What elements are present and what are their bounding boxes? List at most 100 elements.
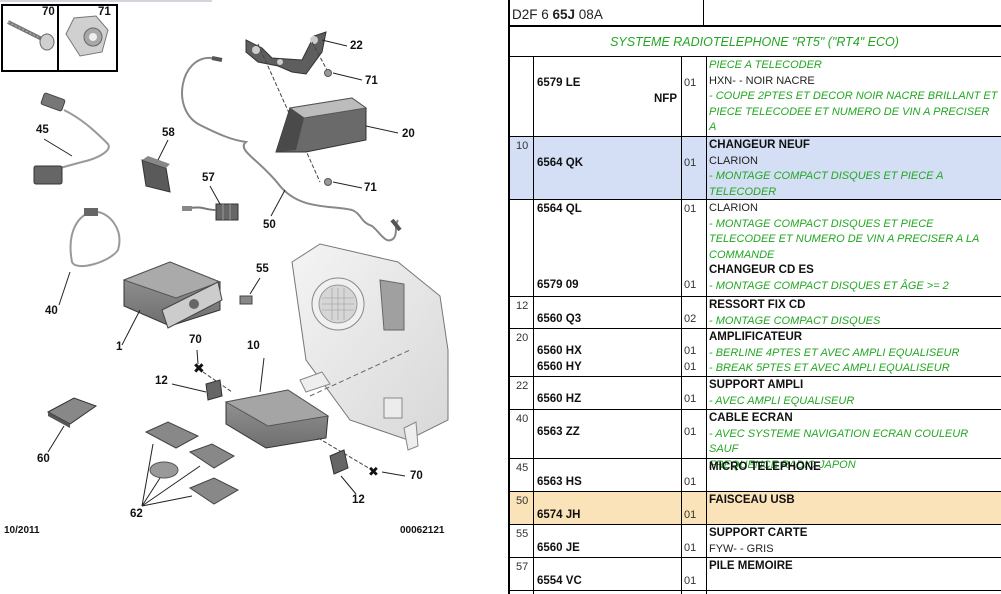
part-description: CHANGEUR NEUF CLARION - MONTAGE COMPACT DI… xyxy=(709,138,999,200)
part-description: SUPPORT AMPLI- AVEC AMPLI EQUALISEUR xyxy=(709,378,999,409)
part-description-secondary: - BREAK 5PTES ET AVEC AMPLI EQUALISEUR xyxy=(709,361,999,377)
quantity: 01 xyxy=(684,345,697,357)
part-number[interactable]: 6563 HS xyxy=(537,476,582,488)
callout-62: 62 xyxy=(130,508,143,520)
callout-55: 55 xyxy=(256,263,269,275)
part-60-cd-case xyxy=(46,397,98,453)
callout-20: 20 xyxy=(402,128,415,140)
part-name: CHANGEUR CD ES xyxy=(709,264,814,276)
model-code-bold: 65J xyxy=(552,7,576,22)
callout-50: 50 xyxy=(263,219,276,231)
console-speaker-housing xyxy=(291,243,449,451)
table-row[interactable]: 6564 QL 01 CLARION - MONTAGE COMPACT DISQUE… xyxy=(508,200,1001,297)
nfp-flag: NFP xyxy=(654,93,677,105)
fitment-note: TELECODEE ET NUMERO DE VIN A PRECISER A … xyxy=(709,233,980,245)
quantity: 01 xyxy=(684,279,697,291)
part-number[interactable]: 6579 LE xyxy=(537,77,581,89)
fitment-note: - BREAK 5PTES ET AVEC AMPLI EQUALISEUR xyxy=(709,362,950,374)
svg-text:✖: ✖ xyxy=(368,465,379,480)
callout-71-inset: 71 xyxy=(98,6,111,18)
model-code-prefix: D2F 6 xyxy=(512,7,553,22)
callout-71-lower: 71 xyxy=(364,182,377,194)
callout-1: 1 xyxy=(116,341,123,353)
part-number[interactable]: 6554 VC xyxy=(537,575,582,587)
table-row[interactable]: 57 6554 VC 01 PILE MEMOIRE xyxy=(508,558,1001,591)
part-number[interactable]: 6579 09 xyxy=(537,279,579,291)
fitment-note: - AVEC SYSTEME NAVIGATION ECRAN COULEUR … xyxy=(709,427,969,456)
part-description: CLARION - MONTAGE COMPACT DISQUES ET PIEC… xyxy=(709,201,999,279)
ref-number: 22 xyxy=(516,380,529,392)
part-number[interactable]: 6574 JH xyxy=(537,509,581,521)
part-number[interactable]: 6563 ZZ xyxy=(537,426,580,438)
callout-71-upper: 71 xyxy=(365,75,378,87)
part-number[interactable]: 6564 QL xyxy=(537,203,582,215)
quantity: 01 xyxy=(684,476,697,488)
part-description: CABLE ECRAN- AVEC SYSTEME NAVIGATION ECR… xyxy=(709,411,999,473)
callout-12-upper: 12 xyxy=(155,375,168,387)
diagram-date: 10/2011 xyxy=(4,525,40,536)
part-name: FAISCEAU USB xyxy=(709,494,795,506)
callout-12-lower: 12 xyxy=(352,494,365,506)
part-62-media-set xyxy=(141,421,240,507)
quantity: 01 xyxy=(684,393,697,405)
part-57-memory-battery xyxy=(182,185,239,221)
fitment-note: - BERLINE 4PTES ET AVEC AMPLI EQUALISEUR xyxy=(709,346,960,359)
svg-text:✖: ✖ xyxy=(193,361,205,377)
fitment-note: FREQUENCE RADIO JAPON xyxy=(709,458,856,471)
part-description: AMPLIFICATEUR- BERLINE 4PTES ET AVEC AMP… xyxy=(709,330,999,361)
ref-number: 40 xyxy=(516,413,529,425)
part-description: PILE MEMOIRE xyxy=(709,559,999,575)
part-number[interactable]: 6560 JE xyxy=(537,542,580,554)
part-name: SUPPORT CARTE xyxy=(709,527,808,539)
fitment-note: - MONTAGE COMPACT DISQUES ET PIECE xyxy=(709,217,934,230)
table-row[interactable]: 20 6560 HX 01 AMPLIFICATEUR- BERLINE 4PTES … xyxy=(508,329,1001,377)
model-code: D2F 6 65J 08A xyxy=(512,7,603,22)
part-12-spring-top: ✖ xyxy=(171,349,233,401)
ref-number: 20 xyxy=(516,332,529,344)
table-row[interactable]: 22 6560 HZ 01 SUPPORT AMPLI- AVEC AMPLI EQU… xyxy=(508,377,1001,410)
column-divider-qty xyxy=(706,57,707,594)
part-variant: CLARION xyxy=(709,202,758,214)
model-code-suffix: 08A xyxy=(575,7,603,22)
exploded-parts-diagram: ✖ ✖ xyxy=(0,0,500,594)
part-name: RESSORT FIX CD xyxy=(709,299,806,311)
section-title-row: SYSTEME RADIOTELEPHONE "RT5" ("RT4" ECO) xyxy=(508,27,1001,57)
fitment-note: COMMANDE xyxy=(709,248,775,261)
part-45-microphone xyxy=(33,92,110,185)
part-20-amplifier xyxy=(275,97,399,189)
part-55-card-support xyxy=(239,277,261,305)
part-variant: HXN- - NOIR NACRE xyxy=(709,74,815,87)
part-number[interactable]: 6564 QK xyxy=(537,157,584,169)
quantity: 01 xyxy=(684,575,697,587)
fitment-note: - MONTAGE COMPACT DISQUES ET PIECE A xyxy=(709,170,944,182)
callout-70-inset: 70 xyxy=(42,6,55,18)
quantity: 01 xyxy=(684,542,697,554)
part-number[interactable]: 6560 HY xyxy=(537,361,582,373)
fitment-note: - COUPE 2PTES ET DECOR NOIR NACRE BRILLA… xyxy=(709,90,998,102)
part-number[interactable]: 6560 HZ xyxy=(537,393,582,405)
callout-40: 40 xyxy=(45,305,58,317)
column-divider-part xyxy=(681,57,682,594)
part-1-radio-unit xyxy=(121,261,223,346)
ref-number: 57 xyxy=(516,561,529,573)
part-name: PILE MEMOIRE xyxy=(709,560,793,572)
callout-70-lower: 70 xyxy=(410,470,423,482)
part-40-screen-cable xyxy=(58,208,121,306)
quantity: 01 xyxy=(684,77,697,89)
part-number[interactable]: 6560 HX xyxy=(537,345,582,357)
column-divider-ref xyxy=(533,57,534,594)
callout-58: 58 xyxy=(162,127,175,139)
table-header: D2F 6 65J 08A xyxy=(508,0,1001,27)
part-number[interactable]: 6560 Q3 xyxy=(537,313,582,325)
quantity: 01 xyxy=(684,203,697,215)
part-variant: CLARION xyxy=(709,154,758,167)
part-name: CHANGEUR NEUF xyxy=(709,139,810,151)
